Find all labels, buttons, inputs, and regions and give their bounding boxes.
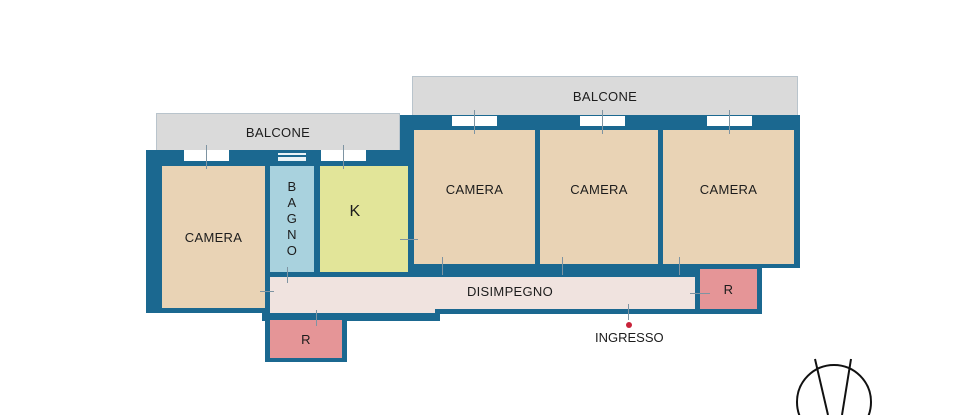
room-label: DISIMPEGNO [466,283,554,299]
entrance-marker-icon [626,322,632,328]
room-label-char: O [286,243,298,258]
door-marker [287,267,288,283]
door-marker [690,293,710,294]
room-camera-1: CAMERA [414,130,535,264]
room-label: R [301,331,311,347]
balcony-left-label: BALCONE [245,124,311,140]
room-ripostiglio-right: R [700,269,757,309]
room-label-char: G [286,211,298,226]
door-marker [679,257,680,275]
door-marker [729,110,730,134]
door-marker [260,291,274,292]
door-marker [343,145,344,169]
door-marker [316,310,317,326]
door-marker [474,110,475,134]
room-bagno: B A G N O [270,166,314,272]
door-marker [206,145,207,169]
door-marker [442,257,443,275]
room-label: K [349,203,361,220]
balcony-right-label: BALCONE [572,88,638,104]
vent-grille-icon [278,151,306,161]
room-kitchen: K [320,166,408,272]
room-label: R [723,281,734,297]
entrance-label: INGRESSO [595,330,664,345]
room-camera-left: CAMERA [162,166,265,308]
balcony-right: BALCONE [412,76,798,116]
door-marker [562,257,563,275]
door-marker [628,304,629,320]
room-label: CAMERA [699,182,758,197]
room-disimpegno: DISIMPEGNO [270,277,695,309]
room-label: CAMERA [184,229,243,245]
door-marker [400,239,418,240]
room-label-char: A [287,195,297,210]
room-disimpegno-step [270,305,435,313]
balcony-left: BALCONE [156,113,400,151]
room-label: CAMERA [445,182,504,197]
door-marker [602,110,603,134]
room-label: CAMERA [570,182,628,197]
north-arrow-icon [796,358,872,415]
room-label-char: B [287,179,297,194]
room-camera-3: CAMERA [663,130,794,264]
room-label-char: N [287,227,297,242]
room-ripostiglio-left: R [270,320,342,358]
room-camera-2: CAMERA [540,130,658,264]
